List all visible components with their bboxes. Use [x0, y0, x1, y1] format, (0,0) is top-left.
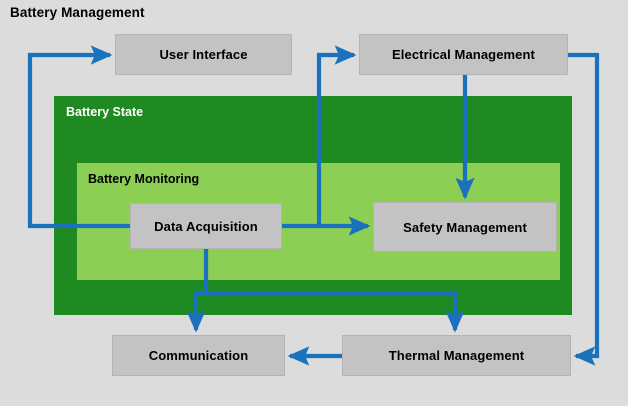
container-label-battery-monitoring: Battery Monitoring — [88, 172, 200, 186]
node-label-electrical-management: Electrical Management — [392, 47, 535, 62]
node-safety-management[interactable]: Safety Management — [373, 202, 557, 252]
node-label-thermal-management: Thermal Management — [388, 348, 525, 363]
node-label-data-acquisition: Data Acquisition — [154, 218, 258, 234]
node-communication[interactable]: Communication — [112, 335, 285, 376]
edge-electrical-to-thermal — [568, 52, 600, 366]
node-user-interface[interactable]: User Interface — [115, 34, 292, 75]
container-label-battery-state: Battery State — [66, 105, 144, 119]
page-title: Battery Management — [10, 5, 145, 20]
node-label-communication: Communication — [148, 348, 249, 363]
node-label-user-interface: User Interface — [159, 47, 248, 62]
node-label-safety-management: Safety Management — [403, 219, 527, 235]
node-electrical-management[interactable]: Electrical Management — [359, 34, 568, 75]
node-data-acquisition[interactable]: Data Acquisition — [130, 203, 282, 249]
node-thermal-management[interactable]: Thermal Management — [342, 335, 571, 376]
